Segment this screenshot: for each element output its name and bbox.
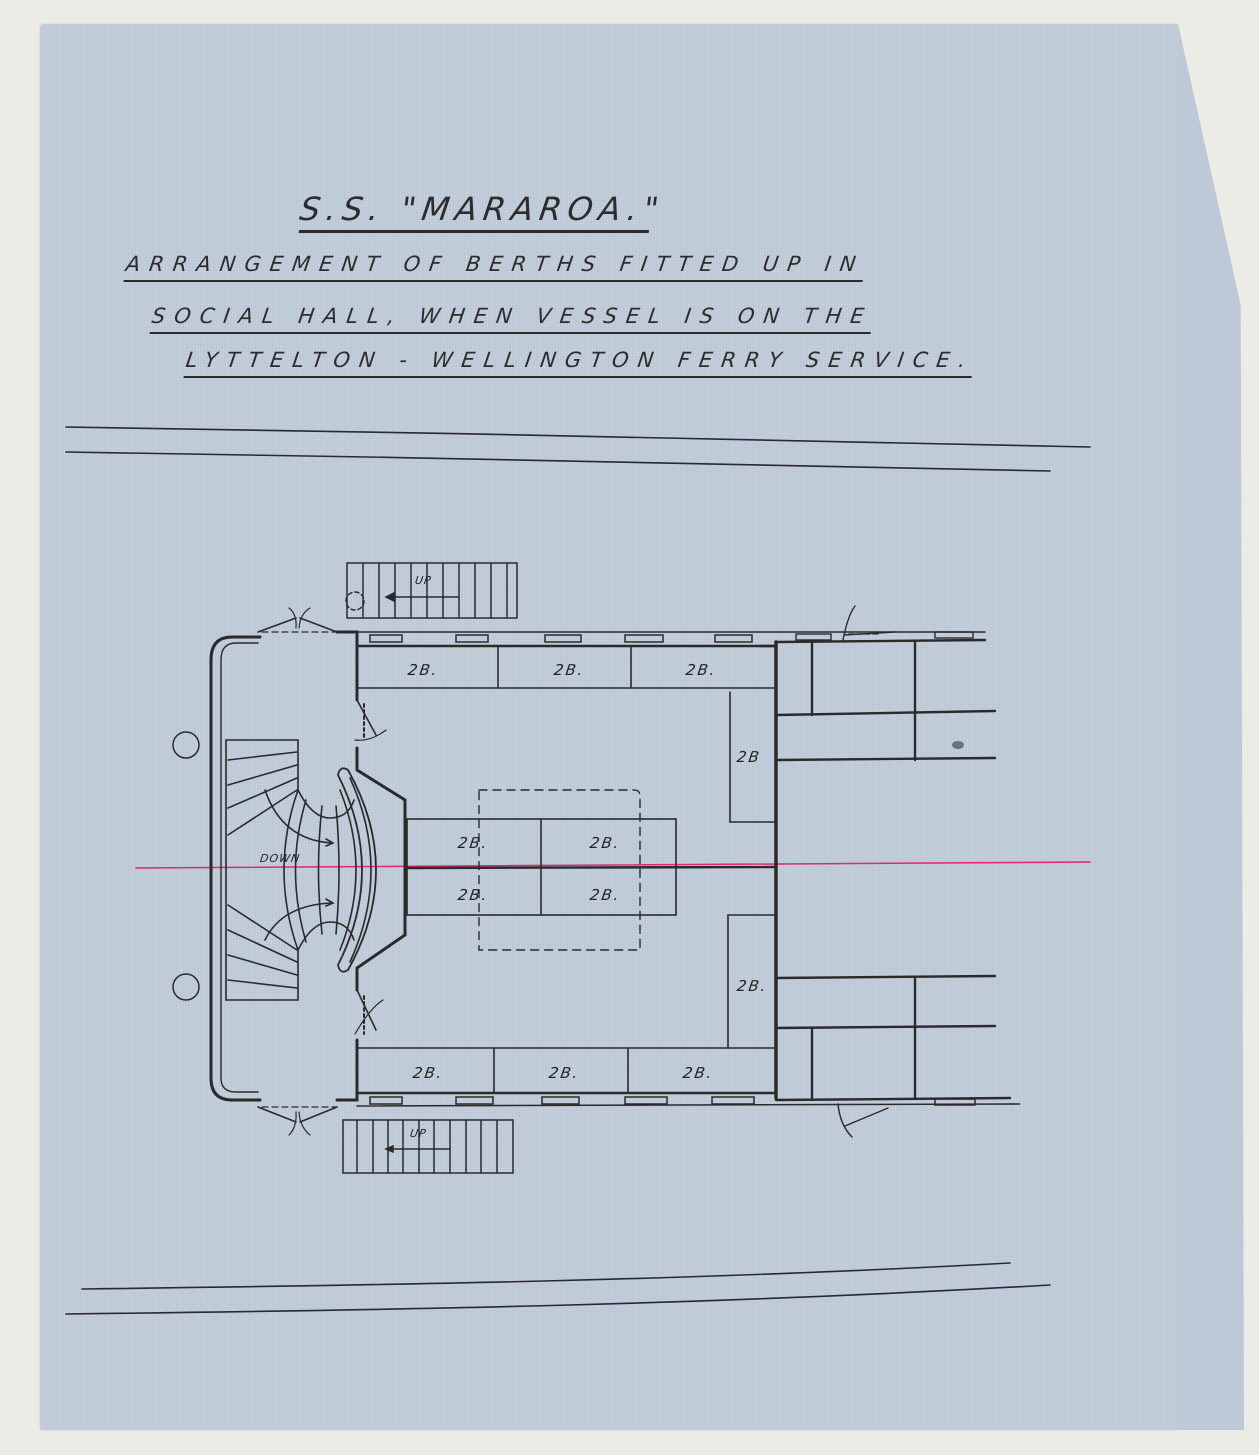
top-side-wall [355,631,986,648]
berth-bottom-1: 2B. [411,1064,445,1082]
stair-bottom [342,1119,514,1174]
berth-center-1: 2B. [456,834,490,852]
hull-line-top-inner [65,451,1051,472]
forward-cabins-upper [758,605,997,762]
porthole-lower [172,973,200,1001]
aft-wall-outer [209,635,262,1102]
berth-right-upper: 2B [735,748,763,766]
berth-top-2: 2B. [552,661,586,679]
stair-top [345,562,518,619]
bottom-side-wall [355,1091,1019,1107]
bottom-berths [356,1047,777,1094]
forward-cabins-lower [774,974,1021,1138]
stair-up-label-top: UP [414,574,433,587]
berth-center-4: 2B. [588,886,622,904]
berth-right-lower: 2B. [735,977,769,995]
winding-stair [225,739,377,1001]
hull-line-bottom-outer [65,1284,1051,1315]
berth-top-3: 2B. [684,661,718,679]
berth-center-2: 2B. [588,834,622,852]
porthole-upper [172,731,200,759]
center-berths [405,818,778,916]
top-berths [356,645,777,689]
ink-spot [952,741,964,749]
stair-up-label-bottom: UP [409,1127,428,1140]
skylight-outline [478,789,641,951]
hull-line-top-outer [65,426,1091,448]
berth-bottom-3: 2B. [681,1064,715,1082]
berth-bottom-2: 2B. [547,1064,581,1082]
hull-line-bottom-inner [81,1262,1011,1290]
drawing-sheet [40,24,1178,1430]
stair-down-label: DOWN [259,852,302,865]
berth-center-3: 2B. [456,886,490,904]
berth-top-1: 2B. [406,661,440,679]
